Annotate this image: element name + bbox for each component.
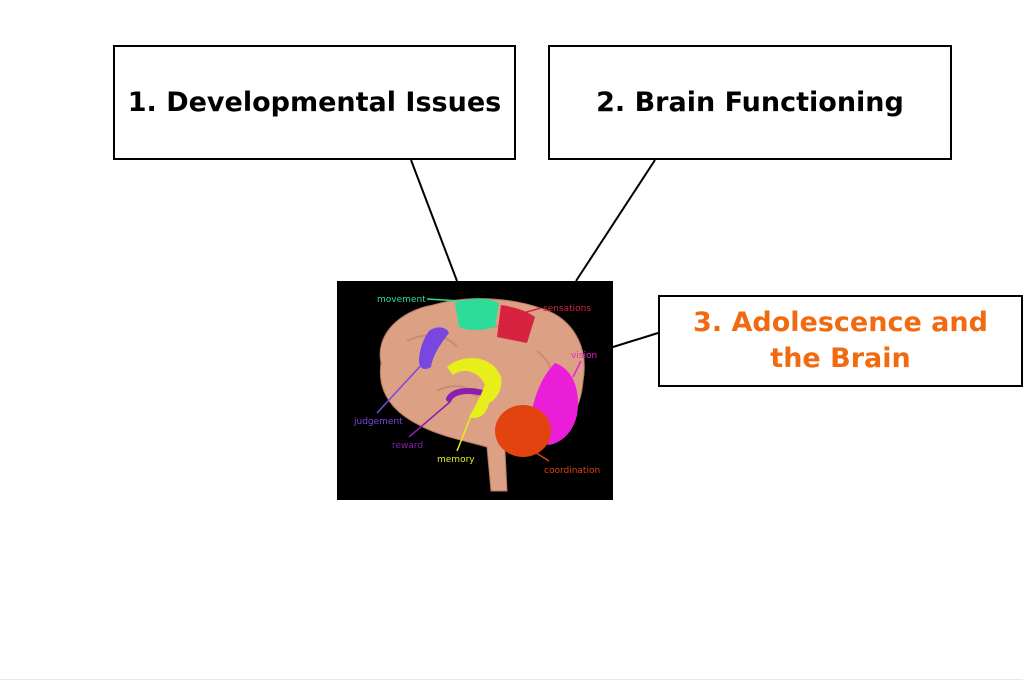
memory-label: memory — [437, 455, 475, 465]
judgement-label: judgement — [353, 417, 403, 427]
brain-diagram: movement sensations vision judgement rew… — [337, 281, 613, 500]
coordination-leader — [532, 450, 550, 462]
reward-label: reward — [392, 441, 423, 451]
reward-region — [446, 388, 486, 402]
sensations-leader — [522, 307, 542, 314]
developmental-issues-box: 1. Developmental Issues — [113, 45, 516, 160]
connector-box1-to-brain — [410, 159, 458, 282]
connector-box3-to-brain — [612, 332, 659, 348]
brain-functioning-label: 2. Brain Functioning — [596, 87, 904, 118]
movement-label: movement — [377, 295, 426, 305]
coordination-region — [495, 405, 551, 457]
judgement-leader — [376, 360, 426, 414]
sensations-region — [497, 305, 535, 343]
sensations-label: sensations — [543, 304, 591, 314]
adolescence-brain-label: 3. Adolescence and the Brain — [693, 307, 988, 374]
connector-box2-to-brain — [575, 159, 656, 282]
developmental-issues-label: 1. Developmental Issues — [127, 87, 502, 118]
reward-leader — [408, 400, 452, 438]
movement-region — [455, 298, 499, 330]
vision-leader — [572, 360, 582, 378]
movement-leader — [426, 298, 462, 302]
brain-functioning-box: 2. Brain Functioning — [548, 45, 952, 160]
memory-leader — [456, 410, 474, 452]
coordination-label: coordination — [544, 466, 600, 476]
memory-region — [447, 358, 502, 419]
judgement-region — [419, 327, 449, 369]
footer-divider — [0, 679, 1023, 680]
adolescence-brain-box: 3. Adolescence and the Brain — [658, 295, 1023, 387]
vision-label: vision — [571, 351, 597, 361]
